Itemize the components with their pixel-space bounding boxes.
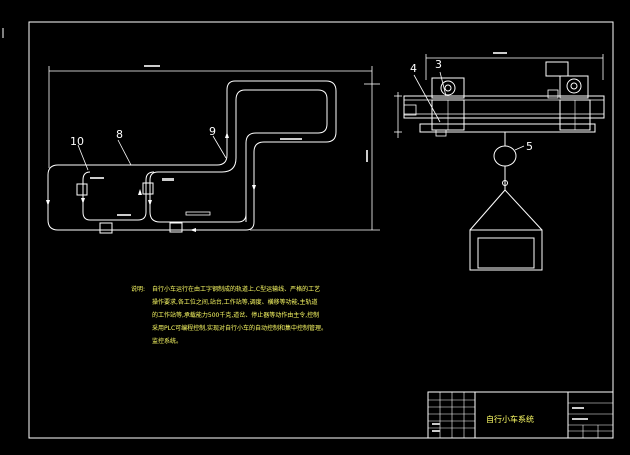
direction-arrow — [252, 185, 256, 191]
direction-arrow — [81, 198, 85, 204]
direction-arrow — [148, 200, 152, 206]
hook — [502, 180, 508, 186]
track-connector-inner — [158, 89, 246, 173]
drive-unit-left — [431, 77, 465, 99]
callout-3: 3 — [435, 58, 442, 71]
load-box — [469, 229, 543, 271]
callout-4: 4 — [410, 62, 417, 75]
note-line-1: 自行小车运行在由工字钢制成的轨道上,C型运输线、严格的工艺 — [152, 285, 320, 293]
sling-left — [469, 189, 506, 231]
hoist — [493, 145, 517, 167]
station-label-4 — [185, 211, 211, 216]
track-upper-outer — [235, 80, 337, 222]
drawing-frame — [28, 21, 614, 439]
direction-arrow — [138, 189, 142, 195]
track-layout-plan: 10 8 9 — [46, 65, 380, 234]
rail-beam — [403, 95, 605, 119]
direction-arrow — [225, 132, 229, 138]
right-dimension-text — [366, 150, 368, 162]
notes-label: 说明: — [131, 285, 145, 293]
track-main-outer — [47, 164, 246, 231]
note-line-3: 的工作站等,承载能力500千克,道岔、停止器等动作由主令,控制 — [152, 311, 319, 319]
sling-right — [504, 189, 543, 231]
drive-unit-right — [559, 75, 589, 99]
station-box-4 — [169, 222, 183, 233]
station-box-2 — [142, 182, 154, 195]
station-label-2 — [162, 178, 174, 181]
load-bar — [419, 123, 596, 133]
track-upper-inner — [245, 89, 328, 222]
track-label-upper — [280, 138, 302, 140]
track-connector-outer — [148, 80, 236, 166]
title-block: 自行小车系统 — [427, 391, 614, 439]
direction-arrow — [190, 228, 196, 232]
track-left-loop — [82, 171, 155, 221]
notes-block: 说明: 自行小车运行在由工字钢制成的轨道上,C型运输线、严格的工艺 操作要求,各… — [131, 285, 327, 345]
trolley-side-view: 4 3 5 — [394, 52, 605, 271]
top-dimension-text — [144, 65, 160, 67]
callout-5: 5 — [526, 140, 533, 153]
callout-8: 8 — [116, 128, 123, 141]
callout-9: 9 — [209, 125, 216, 138]
note-line-4: 采用PLC可编程控制,实现对自行小车的自动控制和集中控制管理。 — [152, 324, 327, 332]
direction-arrow — [46, 200, 50, 206]
track-right-loop — [149, 171, 247, 223]
motor-right — [545, 61, 569, 77]
title-text: 自行小车系统 — [486, 414, 534, 424]
station-box-1 — [76, 183, 88, 196]
note-line-5: 监控系统。 — [152, 337, 182, 345]
station-label-3 — [117, 214, 131, 216]
station-box-3 — [99, 222, 113, 234]
note-line-2: 操作要求,各工位之间,站台,工作站等,调度、横移等功能,主轨道 — [152, 298, 318, 306]
station-label-1 — [90, 177, 104, 179]
callout-10: 10 — [70, 135, 84, 148]
